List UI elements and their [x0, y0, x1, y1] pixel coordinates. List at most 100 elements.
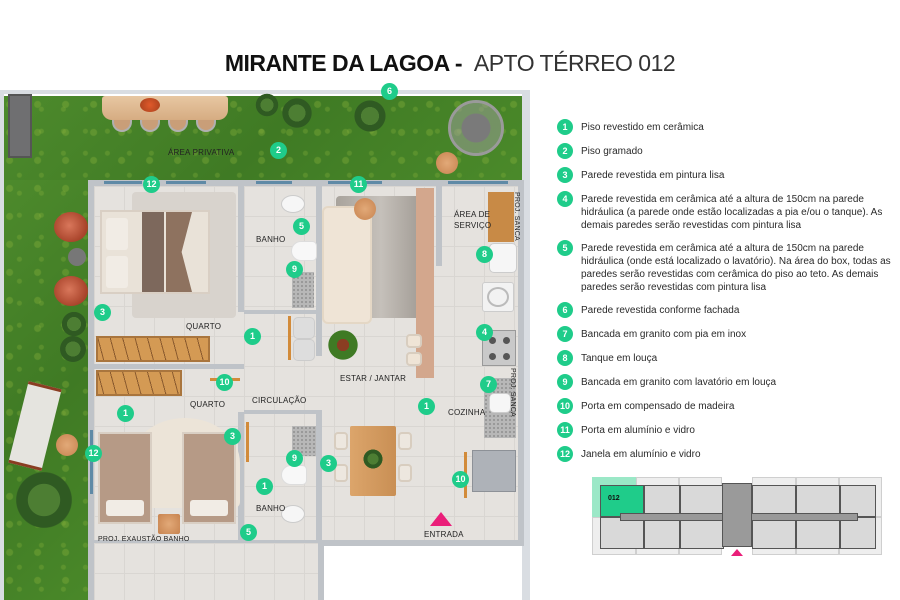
marker-9: 9 — [286, 450, 303, 467]
wall — [238, 412, 244, 542]
toilet-icon — [282, 466, 306, 484]
legend-number-badge: 10 — [557, 398, 573, 414]
legend-number-badge: 3 — [557, 167, 573, 183]
bar-stool — [406, 352, 422, 366]
plant-icon — [254, 92, 280, 118]
stool-icon — [112, 120, 132, 132]
kitchen-island — [416, 188, 434, 378]
legend-number-badge: 8 — [557, 350, 573, 366]
key-plan-unit — [796, 517, 840, 549]
laundry-tub-icon — [490, 244, 516, 272]
label-quarto-2: QUARTO — [190, 400, 226, 409]
key-plan-unit — [752, 517, 796, 549]
marker-4: 4 — [476, 324, 493, 341]
stool-icon — [196, 120, 216, 132]
marker-10: 10 — [216, 374, 233, 391]
marker-1: 1 — [244, 328, 261, 345]
legend-text: Tanque em louça — [581, 353, 658, 364]
legend-number-badge: 6 — [557, 302, 573, 318]
floor-plan: ÁREA PRIVATIVA QUARTO QUARTO BANHO BANHO… — [0, 83, 530, 600]
legend-number-badge: 11 — [557, 422, 573, 438]
fridge-icon — [472, 450, 516, 492]
shower-icon — [282, 196, 304, 212]
armchair-icon — [54, 276, 88, 306]
wall — [244, 410, 322, 414]
hanging-chair-icon — [448, 100, 504, 156]
legend-text: Parede revestida em cerâmica até a altur… — [581, 243, 891, 293]
marker-1: 1 — [418, 398, 435, 415]
legend-text: Parede revestida em pintura lisa — [581, 170, 725, 181]
label-area-servico-2: SERVIÇO — [454, 221, 492, 230]
legend-text: Bancada em granito com lavatório em louç… — [581, 377, 777, 388]
plant-icon — [362, 448, 384, 470]
window — [166, 181, 206, 184]
legend-text: Parede revestida em cerâmica até a altur… — [581, 194, 883, 231]
coffee-table — [354, 198, 376, 220]
wall — [94, 364, 244, 369]
label-proj-exaustao: PROJ. EXAUSTÃO BANHO — [98, 536, 190, 543]
marker-2: 2 — [270, 142, 287, 159]
wardrobe — [96, 336, 210, 362]
pillow — [190, 500, 228, 516]
legend-number-badge: 1 — [557, 119, 573, 135]
plant-icon — [58, 334, 88, 364]
shower-icon — [282, 506, 304, 522]
label-entrada: ENTRADA — [424, 530, 464, 539]
plant-icon — [60, 310, 88, 338]
key-plan-core — [722, 483, 752, 547]
key-plan-unit — [600, 517, 644, 549]
marker-9: 9 — [286, 261, 303, 278]
legend-text: Piso gramado — [581, 146, 643, 157]
marker-12: 12 — [143, 176, 160, 193]
label-cozinha: COZINHA — [448, 408, 486, 417]
plant-icon — [326, 328, 360, 362]
marker-5: 5 — [293, 218, 310, 235]
legend-item: 9 Bancada em granito com lavatório em lou… — [557, 374, 892, 390]
key-plan: 012 — [592, 477, 882, 556]
legend-number-badge: 12 — [557, 446, 573, 462]
legend-item: 3 Parede revestida em pintura lisa — [557, 167, 892, 183]
key-plan-unit — [644, 485, 680, 517]
marker-3: 3 — [320, 455, 337, 472]
dining-chair — [334, 464, 348, 482]
marker-12: 12 — [85, 445, 102, 462]
marker-3: 3 — [224, 428, 241, 445]
door — [288, 316, 291, 360]
grill-icon — [8, 94, 32, 158]
pillow — [106, 218, 128, 250]
marker-3: 3 — [94, 304, 111, 321]
wall — [316, 186, 322, 356]
toilet-icon — [292, 242, 316, 260]
legend-number-badge: 7 — [557, 326, 573, 342]
key-plan-unit — [644, 517, 680, 549]
pillow — [106, 500, 144, 516]
pillow — [106, 256, 128, 288]
side-table-icon — [56, 434, 78, 456]
vanity-counter — [292, 272, 314, 308]
key-plan-unit — [840, 517, 876, 549]
key-plan-entrance-arrow-icon — [731, 549, 743, 556]
legend-text: Porta em alumínio e vidro — [581, 425, 695, 436]
label-area-servico-1: ÁREA DE — [454, 210, 491, 219]
legend-text: Porta em compensado de madeira — [581, 401, 735, 412]
side-table-icon — [68, 248, 86, 266]
legend-item: 10 Porta em compensado de madeira — [557, 398, 892, 414]
marker-1: 1 — [256, 478, 273, 495]
armchair-icon — [54, 212, 88, 242]
marker-1: 1 — [117, 405, 134, 422]
legend-text: Piso revestido em cerâmica — [581, 122, 704, 133]
legend-number-badge: 9 — [557, 374, 573, 390]
label-proj-sanca-2: PROJ. SANCA — [509, 368, 516, 417]
wall — [316, 412, 322, 542]
label-proj-sanca-1: PROJ. SANCA — [513, 192, 520, 241]
dining-chair — [398, 464, 412, 482]
wall — [244, 310, 322, 314]
label-quarto-1: QUARTO — [186, 322, 222, 331]
plant-icon — [352, 98, 388, 134]
label-area-privativa: ÁREA PRIVATIVA — [168, 148, 235, 157]
